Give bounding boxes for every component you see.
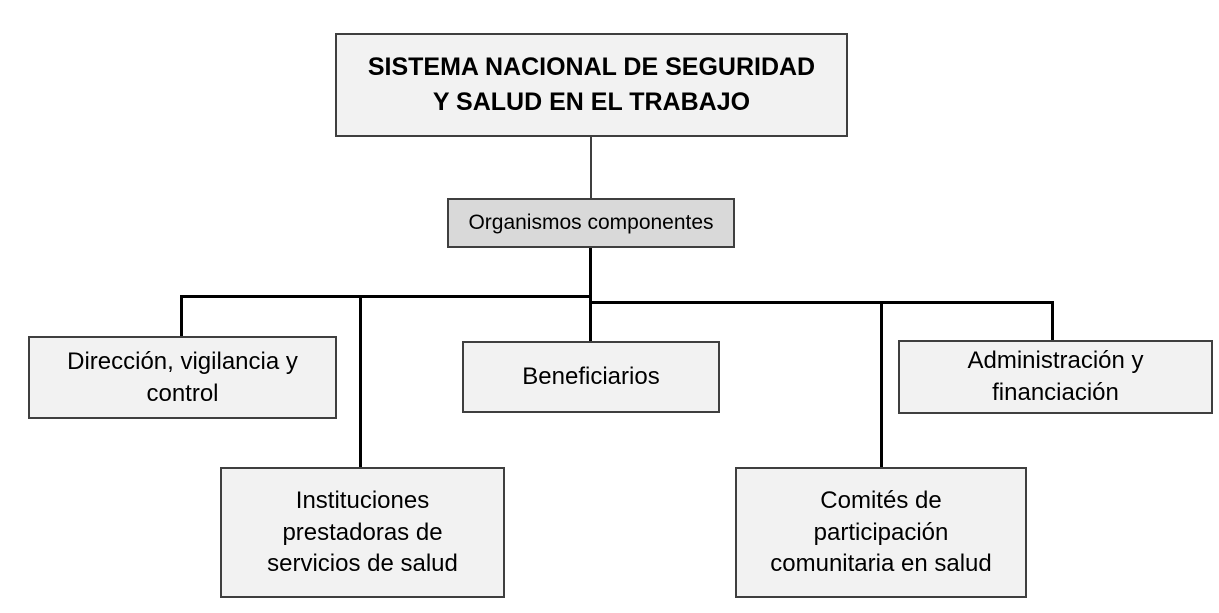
connector-hub-to-bus <box>589 248 592 299</box>
connector-root-to-hub <box>590 137 592 198</box>
node-organismos-componentes: Organismos componentes <box>447 198 735 248</box>
node-administracion-financiacion: Administración y financiación <box>898 340 1213 414</box>
connector-drop-beneficiarios <box>589 295 592 341</box>
connector-bus-right <box>589 301 1054 304</box>
node-comites-participacion: Comités de participación comunitaria en … <box>735 467 1027 598</box>
node-beneficiarios: Beneficiarios <box>462 341 720 413</box>
node-direccion-vigilancia-control: Dirección, vigilancia y control <box>28 336 337 419</box>
connector-drop-direccion <box>180 295 183 336</box>
connector-bus-left <box>180 295 592 298</box>
node-sistema-nacional: SISTEMA NACIONAL DE SEGURIDAD Y SALUD EN… <box>335 33 848 137</box>
node-instituciones-prestadoras: Instituciones prestadoras de servicios d… <box>220 467 505 598</box>
connector-drop-administracion <box>1051 301 1054 340</box>
connector-drop-comites <box>880 301 883 467</box>
connector-drop-instituciones <box>359 295 362 467</box>
